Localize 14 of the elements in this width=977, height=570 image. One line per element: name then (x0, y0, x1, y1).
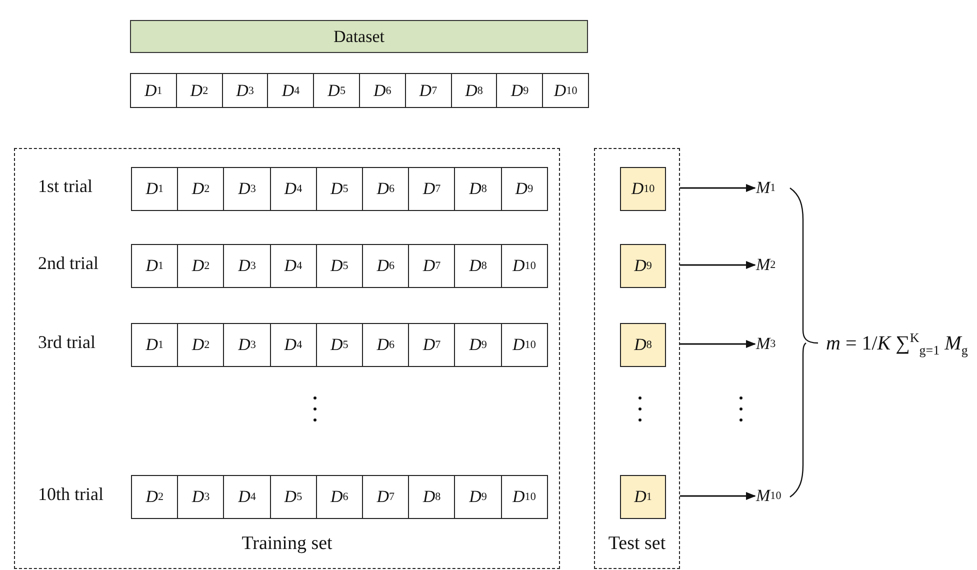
formula: m = 1/K ∑$^{K}$$_{g=1}$ M$_{g}$ (826, 330, 968, 359)
trial-label: 10th trial (38, 484, 104, 505)
group-title: Test set (607, 533, 667, 555)
arrow (680, 340, 756, 348)
dashed-group-box (594, 148, 680, 569)
dataset-bar: Dataset (130, 20, 588, 53)
trial-label: 1st trial (38, 176, 92, 197)
arrow (680, 184, 756, 192)
group-title: Training set (240, 533, 334, 555)
dashed-group-box (14, 148, 560, 569)
trial-label: 3rd trial (38, 332, 96, 353)
trial-label: 2nd trial (38, 253, 98, 274)
arrow (680, 261, 756, 269)
arrow (680, 492, 756, 500)
